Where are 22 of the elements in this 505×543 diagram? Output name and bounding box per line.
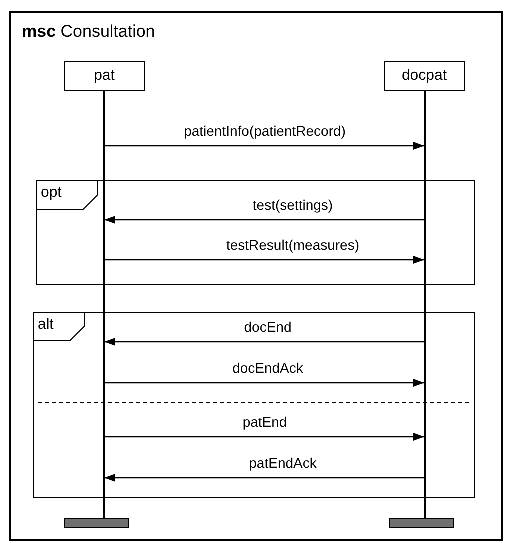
- message-label: test(settings): [250, 197, 336, 214]
- message-label: testResult(measures): [224, 237, 362, 254]
- fragment-operator: opt: [41, 184, 62, 201]
- message-arrow: [104, 433, 424, 441]
- message-arrow: [104, 474, 424, 482]
- fragment-operator: alt: [38, 316, 54, 333]
- message-arrow: [104, 338, 424, 346]
- msc-frame: [9, 11, 503, 541]
- message-label: patEnd: [240, 414, 290, 431]
- lifeline: [424, 91, 426, 518]
- lifeline-end-bar: [389, 518, 454, 528]
- message-label: patientInfo(patientRecord): [182, 123, 348, 140]
- message-arrow: [104, 379, 424, 387]
- frame-label: msc Consultation: [22, 22, 156, 42]
- lifeline-head: pat: [64, 61, 145, 91]
- lifeline: [103, 91, 105, 518]
- message-arrow: [104, 142, 424, 150]
- lifeline-head: docpat: [384, 61, 465, 91]
- message-arrow: [104, 216, 424, 224]
- lifeline-end-bar: [64, 518, 129, 528]
- message-arrow: [104, 256, 424, 264]
- message-label: patEndAck: [247, 455, 319, 472]
